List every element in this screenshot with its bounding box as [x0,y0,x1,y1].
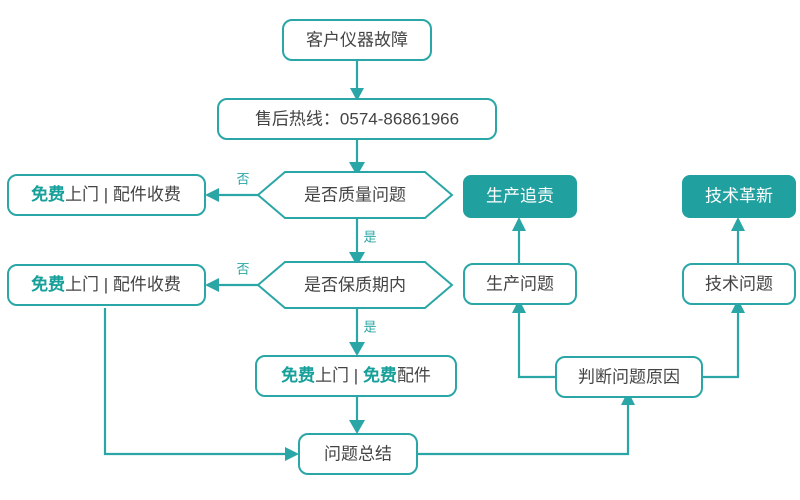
node-hotline[interactable]: 售后热线：0574-86861966 [217,98,497,140]
node-technical-innovation-label: 技术革新 [705,186,773,205]
node-paid-parts-1[interactable]: 免费上门 | 配件收费 [7,174,206,216]
node-cause-label: 判断问题原因 [578,367,680,386]
node-production-accountability-label: 生产追责 [486,186,554,205]
node-summary-label: 问题总结 [324,444,392,463]
edge-production-issue-to-accountability [512,217,526,263]
node-paid-parts-1-plain: 上门 | 配件收费 [65,185,181,204]
edge-quality-yes-to-warranty [349,218,365,266]
node-decision-quality[interactable]: 是否质量问题 [256,171,454,219]
node-start[interactable]: 客户仪器故障 [282,19,432,61]
edge-technical-issue-to-innovation [731,217,745,263]
node-free-all-plain-1: 上门 | [315,366,363,385]
edge-label-quality-yes: 是 [363,229,376,244]
node-start-label: 客户仪器故障 [306,30,408,49]
node-decision-warranty[interactable]: 是否保质期内 [256,261,454,309]
node-paid-parts-2-accent: 免费 [31,274,65,294]
node-free-all-accent-2: 免费 [363,365,397,385]
edge-label-quality-no: 否 [236,171,249,186]
node-free-all-plain-2: 配件 [397,366,431,385]
edge-summary-to-cause [417,391,635,456]
node-paid-parts-2-label: 免费上门 | 配件收费 [31,274,181,294]
edge-start-to-hotline [350,60,364,101]
edge-paid2-to-summary [103,308,299,461]
edge-label-warranty-no: 否 [236,261,249,276]
node-production-accountability[interactable]: 生产追责 [463,175,577,218]
edge-quality-no-to-paid1 [205,188,258,202]
edge-hotline-to-quality [349,139,365,176]
node-technical-issue[interactable]: 技术问题 [682,263,796,305]
edge-warranty-no-to-paid2 [205,278,258,292]
node-technical-innovation[interactable]: 技术革新 [682,175,796,218]
edge-free-to-summary [349,395,365,434]
edge-label-warranty-yes: 是 [363,319,376,334]
node-paid-parts-1-label: 免费上门 | 配件收费 [31,184,181,204]
node-cause[interactable]: 判断问题原因 [555,356,703,398]
node-decision-quality-label: 是否质量问题 [304,185,406,204]
node-paid-parts-2[interactable]: 免费上门 | 配件收费 [7,264,206,306]
edge-cause-to-production-issue [512,299,556,379]
node-paid-parts-2-plain: 上门 | 配件收费 [65,275,181,294]
node-summary[interactable]: 问题总结 [298,433,418,475]
node-production-issue[interactable]: 生产问题 [463,263,577,305]
node-free-all[interactable]: 免费上门 | 免费配件 [255,355,457,397]
node-free-all-accent-1: 免费 [281,365,315,385]
edge-warranty-yes-to-free [349,308,365,356]
node-free-all-label: 免费上门 | 免费配件 [281,365,431,385]
node-hotline-label: 售后热线：0574-86861966 [255,109,459,128]
node-decision-warranty-label: 是否保质期内 [304,275,406,294]
node-production-issue-label: 生产问题 [486,274,554,293]
node-paid-parts-1-accent: 免费 [31,184,65,204]
node-technical-issue-label: 技术问题 [705,274,773,293]
edge-cause-to-technical-issue [701,299,745,379]
